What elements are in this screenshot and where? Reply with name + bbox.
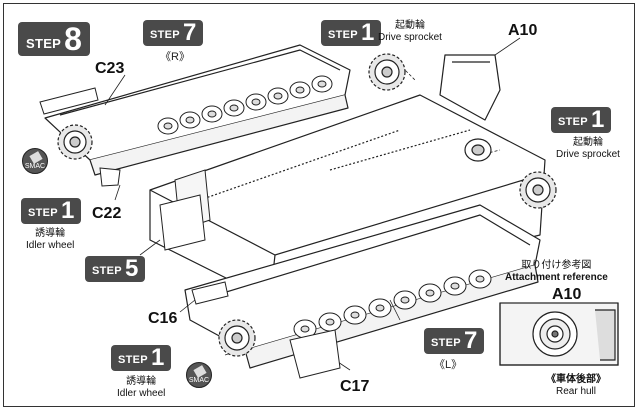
attachment-reference-title: 取り付け参考図 Attachment reference <box>505 260 608 284</box>
drive-sprocket-right-jp: 起動輪 <box>572 137 603 148</box>
drive-sprocket-top-caption: 起動輪 Drive sprocket <box>378 20 442 44</box>
part-label-c16: C16 <box>148 310 178 327</box>
step-number: 5 <box>124 255 139 282</box>
rear-hull-jp: 《車体後部》 <box>546 374 606 385</box>
step-1-idler-bottom-badge: STEP 1 <box>111 344 172 371</box>
part-c16 <box>191 281 229 305</box>
step-word: STEP <box>118 354 148 366</box>
step-1-idler-left-badge: STEP 1 <box>21 197 82 224</box>
step-number: 8 <box>64 21 82 57</box>
part-label-c22: C22 <box>92 205 122 222</box>
hub-right <box>464 138 492 162</box>
step-number: 1 <box>360 19 375 46</box>
step-5-badge: STEP 5 <box>85 255 146 282</box>
step-word: STEP <box>150 29 180 41</box>
rear-hull-en: Rear hull <box>555 386 597 397</box>
rear-hull-caption: 《車体後部》 Rear hull <box>546 374 606 398</box>
step-word: STEP <box>92 265 122 277</box>
step-7-r-badge: STEP 7 <box>143 19 204 46</box>
drive-sprocket-right-en: Drive sprocket <box>556 149 620 160</box>
step-number: 1 <box>590 106 605 133</box>
step-7-l-badge: STEP 7 <box>424 327 485 354</box>
attachment-reference-jp: 取り付け参考図 <box>521 260 592 271</box>
step-number: 1 <box>60 197 75 224</box>
caution-icon-text: SMAC <box>188 377 210 384</box>
part-label-c17: C17 <box>340 378 370 395</box>
idler-bottom-en: Idler wheel <box>117 388 166 399</box>
step-word: STEP <box>431 337 461 349</box>
step-1-drive-top-badge: STEP 1 <box>321 19 382 46</box>
drive-sprocket-right-caption: 起動輪 Drive sprocket <box>556 137 620 161</box>
side-label-l: 《L》 <box>434 359 463 371</box>
step-number: 1 <box>150 344 165 371</box>
part-label-a10: A10 <box>508 22 538 39</box>
rear-plate-a10 <box>439 54 501 121</box>
step-8-badge: STEP 8 <box>18 22 90 56</box>
idler-left-jp: 誘導輪 <box>35 228 66 239</box>
caution-icon-text: SMAC <box>24 163 46 170</box>
drive-sprocket-right <box>519 171 557 209</box>
part-c17 <box>289 329 341 379</box>
step-number: 7 <box>463 327 478 354</box>
part-c22 <box>99 167 121 187</box>
idler-wheel-bottom <box>218 319 256 357</box>
part-c23 <box>39 87 99 115</box>
drive-sprocket-top-en: Drive sprocket <box>378 32 442 43</box>
side-label-r: 《R》 <box>160 51 190 63</box>
attachment-reference-inset <box>499 302 619 366</box>
idler-bottom-caption: 誘導輪 Idler wheel <box>117 376 165 400</box>
idler-bottom-jp: 誘導輪 <box>126 376 157 387</box>
attachment-reference-en: Attachment reference <box>505 272 608 283</box>
step-number: 7 <box>182 19 197 46</box>
page-frame <box>3 3 635 407</box>
part-label-c23: C23 <box>95 60 125 77</box>
idler-wheel-left <box>57 124 93 160</box>
step-word: STEP <box>328 29 358 41</box>
reference-part-label-a10: A10 <box>552 286 582 303</box>
drive-sprocket-top <box>368 53 406 91</box>
idler-left-en: Idler wheel <box>26 240 75 251</box>
drive-sprocket-top-jp: 起動輪 <box>394 20 425 31</box>
step-1-drive-right-badge: STEP 1 <box>551 106 612 133</box>
right-road-wheels <box>157 75 333 135</box>
caution-icon: SMAC <box>22 148 48 174</box>
caution-icon: SMAC <box>186 362 212 388</box>
step-word: STEP <box>26 35 62 51</box>
step-word: STEP <box>28 207 58 219</box>
step-word: STEP <box>558 116 588 128</box>
idler-left-caption: 誘導輪 Idler wheel <box>26 228 74 252</box>
